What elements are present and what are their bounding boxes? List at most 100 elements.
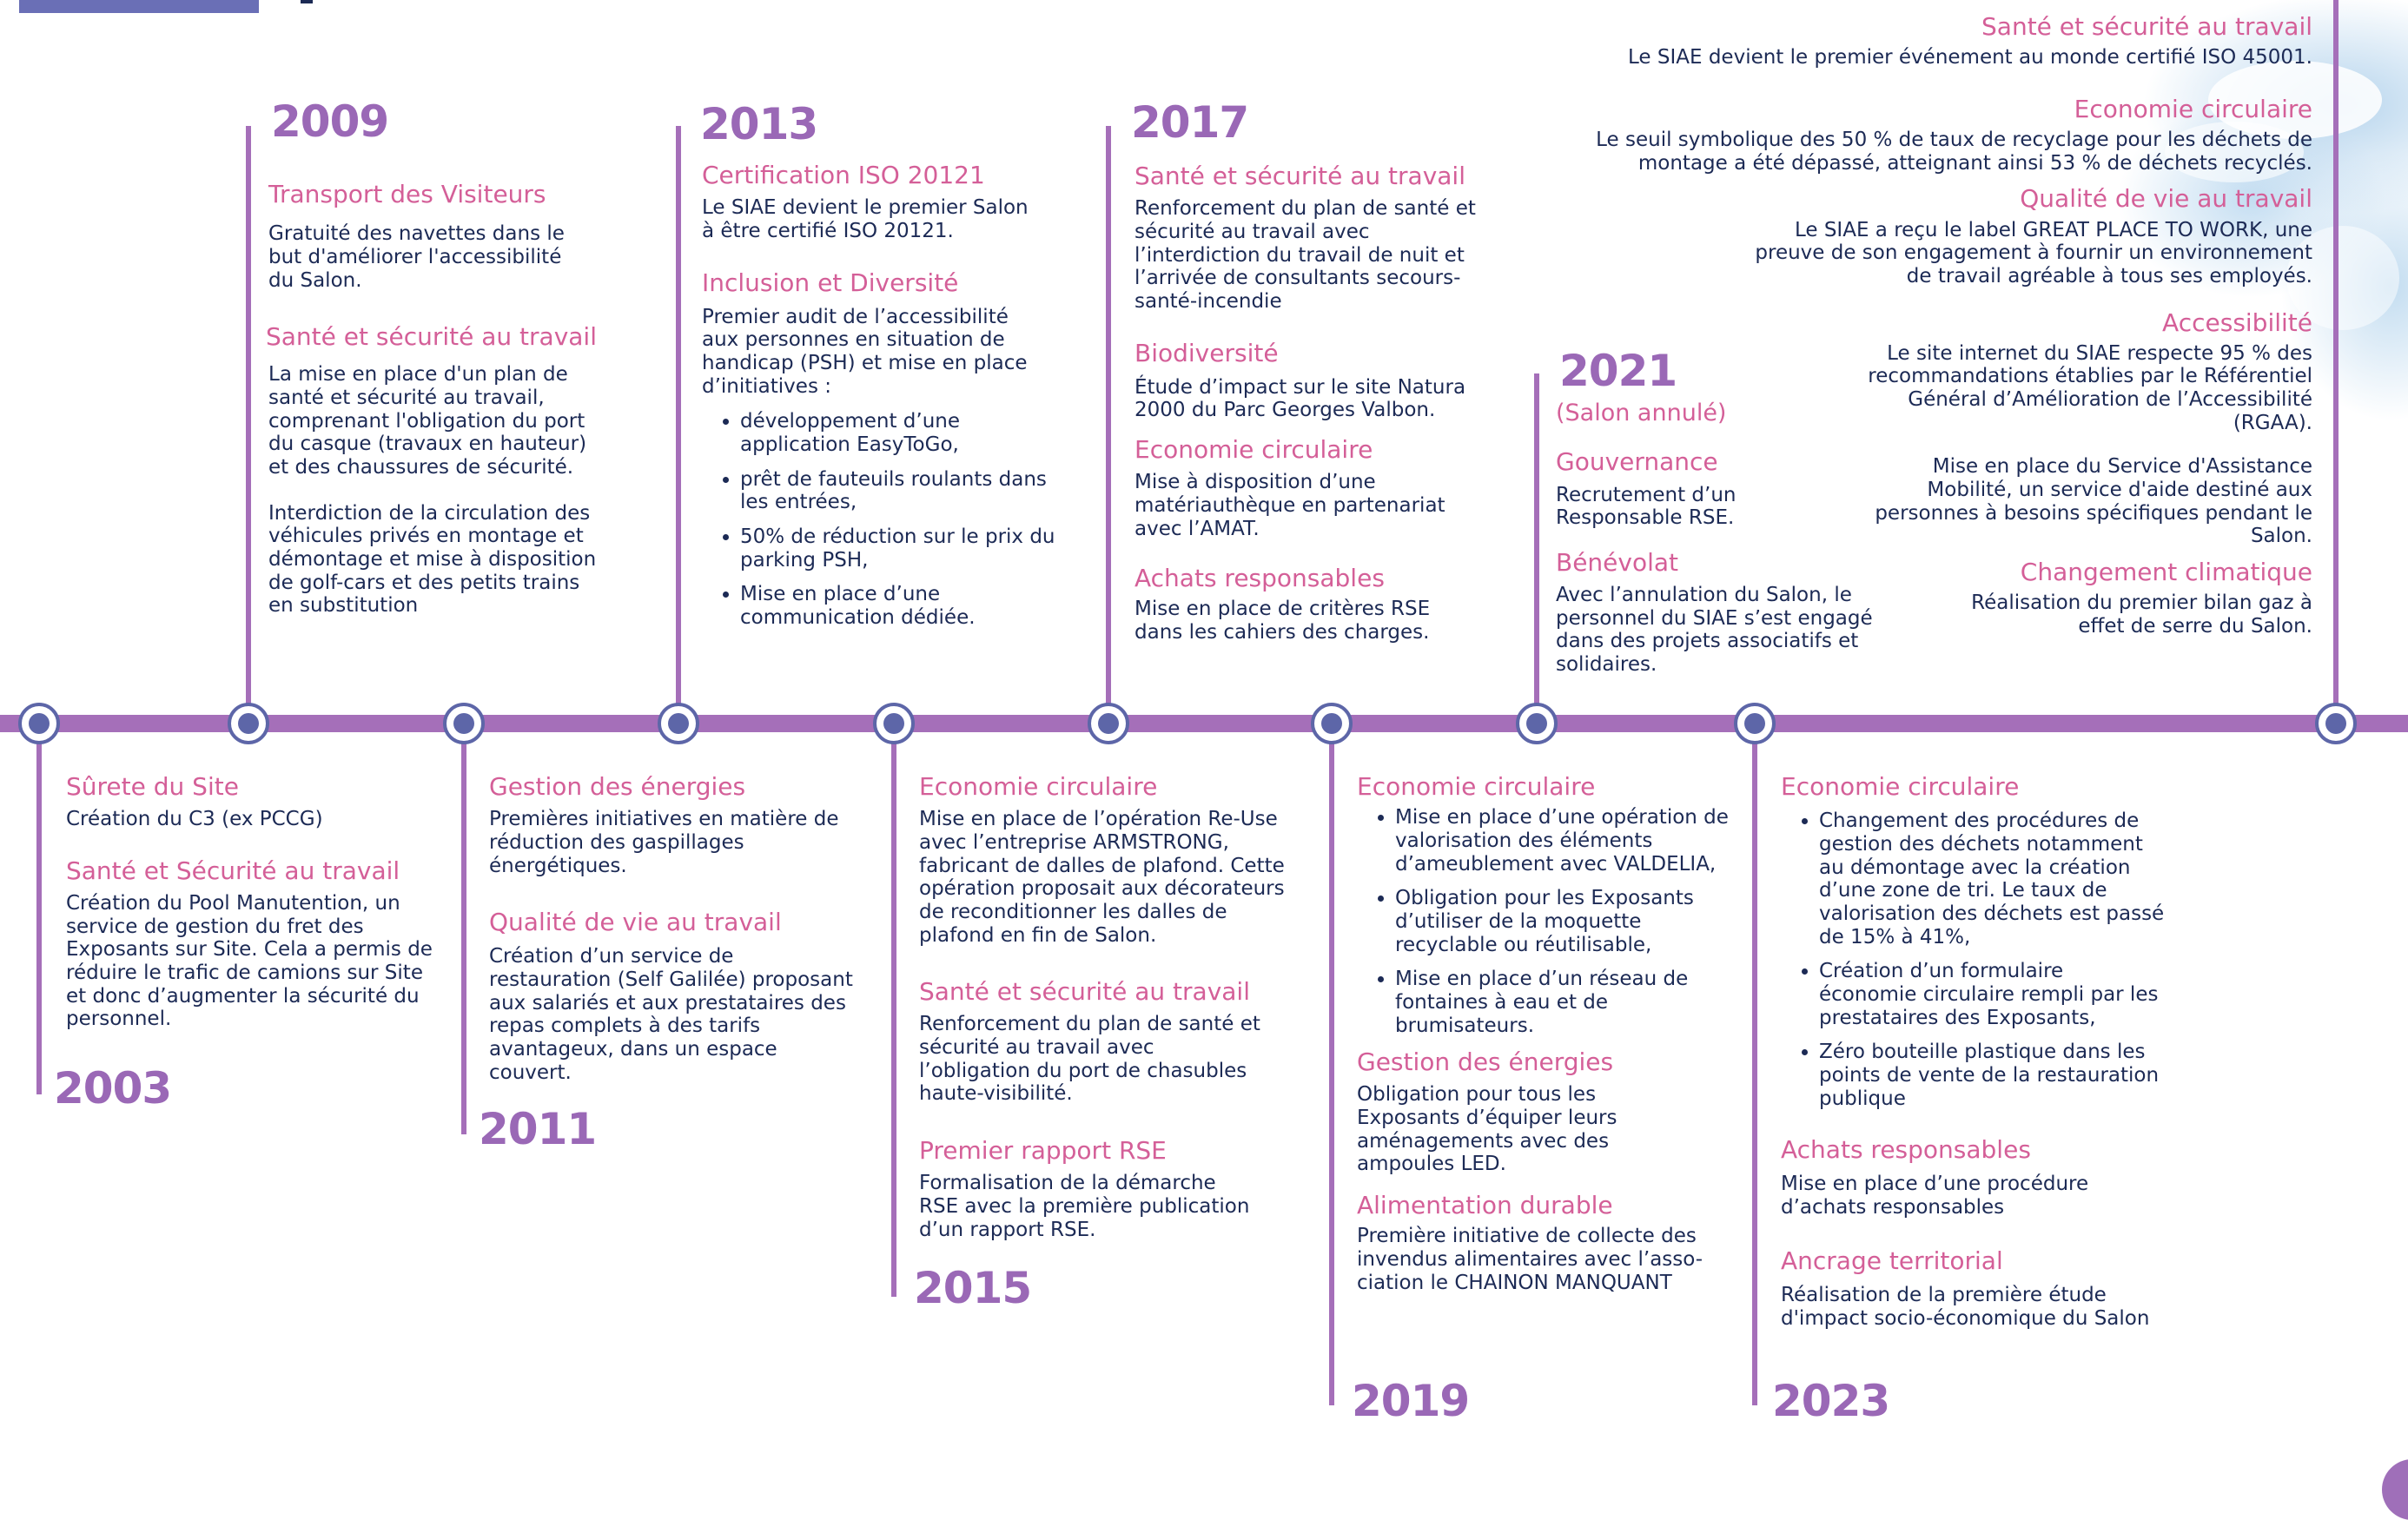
year-label-2015: 2015 [914, 1263, 1032, 1313]
timeline-node-2015 [873, 703, 915, 744]
list-item: Changement des procédures de gestion des… [1819, 810, 2167, 948]
text-qualite-vie: Le SIAE a reçu le label GREAT PLACE TO W… [1755, 218, 2312, 287]
stem-2003 [36, 732, 42, 1094]
text-gestion-energies: Obligation pour tous les Exposants d’équ… [1357, 1083, 1617, 1176]
year-label-2017: 2017 [1131, 97, 1249, 148]
heading-qualite-vie: Qualité de vie au travail [2020, 184, 2312, 214]
year-label-2011: 2011 [479, 1104, 597, 1154]
stem-2013 [676, 126, 681, 725]
text-accessibilite: Le site internet du SIAE respecte 95 % d… [1868, 341, 2312, 434]
list-item: Création d’un formulaire économie circul… [1819, 960, 2167, 1029]
heading-gouvernance: Gouvernance [1556, 447, 1718, 477]
timeline-node-2017 [1088, 703, 1129, 744]
text-sante-securite: Le SIAE devient le premier événement au … [1628, 46, 2312, 69]
text-inclusion-diversite: Premier audit de l’accessibilité aux per… [702, 305, 1028, 398]
timeline-axis [0, 715, 2408, 732]
milestone-2013: Certification ISO 20121 Le SIAE devient … [702, 161, 1055, 641]
text-sante-securite: Création du Pool Manutention, un service… [66, 892, 433, 1031]
year-label-2023: 2023 [1772, 1376, 1890, 1426]
text-premier-rapport-rse: Formalisation de la démarche RSE avec la… [919, 1172, 1250, 1241]
list-item: 50% de réduction sur le prix du parking … [740, 525, 1070, 572]
list-item: Obligation pour les Exposants d’utiliser… [1395, 887, 1738, 956]
text-ancrage-territorial: Réalisation de la première étude d'impac… [1781, 1283, 2150, 1330]
cloud [2165, 122, 2304, 182]
text-alimentation-durable: Première initiative de collecte des inve… [1357, 1225, 1703, 1294]
milestone-2003: Sûrete du Site Création du C3 (ex PCCG) … [66, 772, 440, 1031]
header-accent-bar [19, 0, 259, 13]
text-circulation: Interdiction de la circulation des véhic… [268, 501, 597, 618]
note-salon-annule: (Salon annulé) [1556, 400, 1727, 426]
heading-sante-securite: Santé et sécurité au travail [1981, 12, 2312, 41]
stem-2017 [1106, 126, 1111, 725]
milestone-2015: Economie circulaire Mise en place de l’o… [919, 772, 1293, 1241]
heading-ancrage-territorial: Ancrage territorial [1781, 1246, 2003, 1275]
heading-sante-securite: Santé et Sécurité au travail [66, 856, 400, 885]
list-item: Mise en place d’une communication dédiée… [740, 583, 1070, 629]
text-sante-securite: Renforcement du plan de santé et sécurit… [919, 1013, 1260, 1106]
heading-certification-iso: Certification ISO 20121 [702, 161, 985, 189]
header-accent-tick [301, 0, 313, 3]
heading-surete-site: Sûrete du Site [66, 772, 239, 801]
list-item: Mise en place d’une opération de valoris… [1395, 806, 1738, 876]
list-item: développement d’une application EasyToGo… [740, 410, 1070, 456]
heading-benevolat: Bénévolat [1556, 547, 1679, 577]
milestone-2021: (Salon annulé) Gouvernance Recrutement d… [1556, 400, 1903, 677]
heading-gestion-energies: Gestion des énergies [1357, 1047, 1614, 1077]
milestone-2011: Gestion des énergies Premières initiativ… [489, 772, 854, 1084]
text-qualite-vie: Création d’un service de restauration (S… [489, 945, 853, 1084]
heading-biodiversite: Biodiversité [1135, 338, 1279, 367]
timeline-node-2025 [2315, 703, 2357, 744]
text-achats-responsables: Mise en place de critères RSE dans les c… [1135, 598, 1431, 644]
text-assistance-mobilite: Mise en place du Service d'Assistance Mo… [1875, 455, 2312, 548]
text-certification-iso: Le SIAE devient le premier Salon à être … [702, 196, 1029, 242]
heading-premier-rapport-rse: Premier rapport RSE [919, 1136, 1167, 1166]
text-economie-circulaire: Mise en place de l’opération Re-Use avec… [919, 808, 1285, 947]
heading-sante-securite: Santé et sécurité au travail [919, 977, 1250, 1007]
stem-2025 [2333, 0, 2339, 725]
heading-achats-responsables: Achats responsables [1135, 564, 1385, 593]
corner-decoration [2382, 1459, 2408, 1520]
heading-alimentation-durable: Alimentation durable [1357, 1191, 1613, 1220]
text-sante-securite: Renforcement du plan de santé et sécurit… [1135, 197, 1476, 313]
heading-economie-circulaire: Economie circulaire [1357, 772, 1596, 801]
stem-2015 [891, 732, 896, 1297]
heading-economie-circulaire: Economie circulaire [2074, 94, 2312, 123]
list-item: Mise en place d’un réseau de fontaines à… [1395, 968, 1738, 1037]
year-label-2009: 2009 [271, 96, 389, 147]
heading-accessibilite: Accessibilité [2162, 307, 2312, 337]
milestone-2017: Santé et sécurité au travail Renforcemen… [1135, 162, 1499, 644]
year-label-2013: 2013 [700, 99, 818, 149]
year-label-2003: 2003 [54, 1063, 172, 1114]
year-label-2021: 2021 [1559, 346, 1677, 396]
milestone-2019: Economie circulaire Mise en place d’une … [1357, 772, 1730, 1294]
timeline-node-2003 [18, 703, 60, 744]
stem-2009 [246, 126, 251, 725]
timeline-node-2021 [1516, 703, 1558, 744]
stem-2019 [1329, 732, 1334, 1405]
heading-economie-circulaire: Economie circulaire [919, 772, 1158, 801]
text-economie-circulaire: Le seuil symbolique des 50 % de taux de … [1596, 129, 2312, 175]
heading-achats-responsables: Achats responsables [1781, 1135, 2031, 1165]
list-item: prêt de fauteuils roulants dans les entr… [740, 468, 1070, 514]
heading-changement-climatique: Changement climatique [2020, 558, 2312, 587]
timeline-node-2013 [658, 703, 699, 744]
text-benevolat: Avec l’annulation du Salon, le personnel… [1556, 584, 1873, 677]
cloud [2286, 226, 2399, 330]
text-economie-circulaire: Mise à disposition d’une matériauthèque … [1135, 471, 1445, 540]
stem-2023 [1752, 732, 1757, 1405]
heading-inclusion-diversite: Inclusion et Diversité [702, 268, 959, 297]
text-biodiversite: Étude d’impact sur le site Natura 2000 d… [1135, 375, 1466, 422]
list-item: Zéro bouteille plastique dans les points… [1819, 1041, 2167, 1110]
list-economie-circulaire: Changement des procédures de gestion des… [1781, 810, 2167, 1110]
timeline-node-2011 [443, 703, 485, 744]
milestone-2023: Economie circulaire Changement des procé… [1781, 772, 2164, 1330]
heading-economie-circulaire: Economie circulaire [1781, 772, 2020, 801]
text-achats-responsables: Mise en place d’une procédure d’achats r… [1781, 1173, 2089, 1219]
milestone-2025: Santé et sécurité au travail Le SIAE dev… [1581, 12, 2312, 638]
list-inclusion-initiatives: développement d’une application EasyToGo… [702, 410, 1070, 629]
heading-economie-circulaire: Economie circulaire [1135, 435, 1373, 465]
heading-transport-visiteurs: Transport des Visiteurs [268, 180, 546, 208]
timeline-node-2023 [1734, 703, 1776, 744]
text-changement-climatique: Réalisation du premier bilan gaz à effet… [1971, 591, 2312, 638]
milestone-2009: Transport des Visiteurs Gratuité des nav… [266, 180, 599, 618]
